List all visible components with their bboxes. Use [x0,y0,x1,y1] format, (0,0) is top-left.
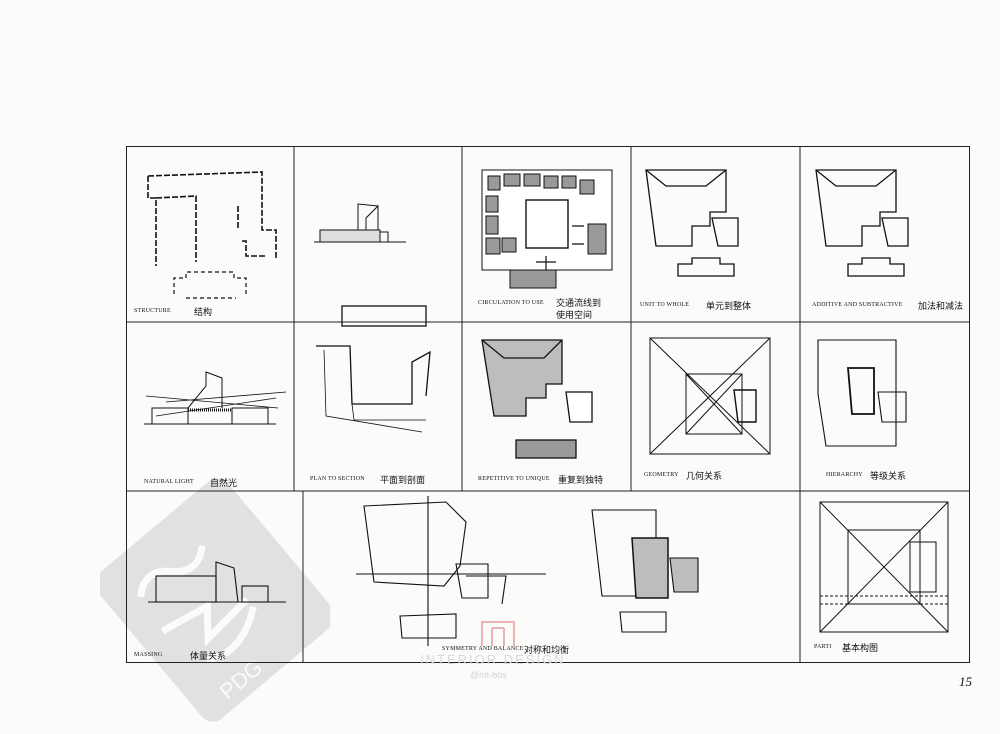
geometry-drawing [649,337,771,455]
watermark-handle: @mt-bbs [470,670,507,680]
label-symmetry-zh: 对称和均衡 [524,645,570,655]
diagram-grid [126,146,970,663]
label-geometry-zh: 几何关系 [686,471,723,481]
structure-drawing [147,171,277,266]
label-parti-zh: 基本构图 [842,643,879,653]
diagram-sheet: STRUCTURE 结构 CIRCULATION TO USE 交通流线到 使用… [126,146,970,663]
label-geometry-en: GEOMETRY [644,472,679,478]
label-circulation-zh2: 使用空间 [556,310,593,320]
label-massing-en: MASSING [134,652,163,658]
label-repetitive-en: REPETITIVE TO UNIQUE [478,476,550,482]
label-circulation-en: CIRCULATION TO USE [478,300,544,306]
label-parti-en: PARTI [814,644,832,650]
natural-light-drawing [144,371,287,425]
label-structure-en: STRUCTURE [134,308,171,314]
label-structure-zh: 结构 [194,307,213,317]
watermark-brand: INTERIOR DESIGN [420,652,566,667]
parti-drawing [819,501,949,633]
repetitive-drawing [481,339,593,459]
label-unit-en: UNIT TO WHOLE [640,302,690,308]
additive-drawing [815,169,909,277]
section-drawing [314,203,406,243]
label-plan-zh: 平面到剖面 [380,475,426,485]
label-symmetry-en: SYMMETRY AND BALANCE [442,646,524,652]
hierarchy-drawing [817,339,907,447]
label-circulation-zh: 交通流线到 [556,298,602,308]
interior-design-logo-icon [481,621,515,646]
label-natural-zh: 自然光 [210,478,238,488]
label-massing-zh: 体量关系 [190,651,227,661]
label-natural-en: NATURAL LIGHT [144,479,194,485]
label-unit-zh: 单元到整体 [706,301,752,311]
label-hierarchy-en: HIERARCHY [826,472,863,478]
symmetry-drawing [356,496,699,646]
circulation-drawing [481,169,613,289]
label-repetitive-zh: 重复到独特 [558,475,604,485]
massing-drawing [148,561,286,603]
label-additive-en: ADDITIVE AND SUBTRACTIVE [812,302,903,308]
label-hierarchy-zh: 等级关系 [870,471,907,481]
unit-drawing [645,169,739,277]
plan-section-drawing [316,305,431,433]
page-number: 15 [959,674,972,689]
label-additive-zh: 加法和减法 [918,301,964,311]
label-plan-en: PLAN TO SECTION [310,476,365,482]
